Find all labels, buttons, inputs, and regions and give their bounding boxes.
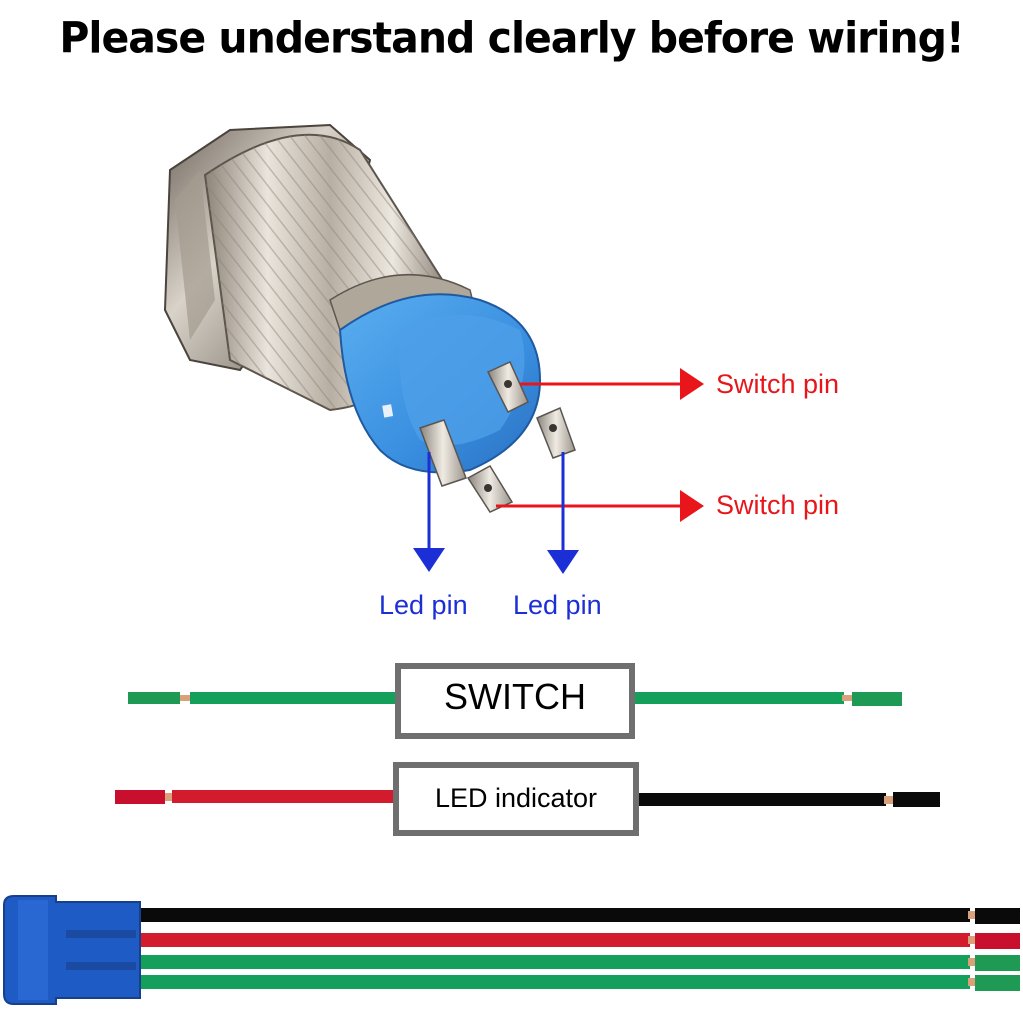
connector-harness (3, 895, 1020, 1005)
harness-wire-black (140, 908, 970, 922)
harness-wire-green-2 (140, 975, 970, 989)
wire-cap-left (128, 692, 180, 704)
black-wire-cap (893, 792, 940, 807)
switch-pin-arrows (496, 368, 704, 522)
switch-box-label: SWITCH (444, 676, 586, 717)
switch-pin-label-top: Switch pin (716, 369, 840, 399)
switch-wire-row (128, 663, 902, 739)
led-wire-row (115, 762, 940, 836)
switch-pin-label-bottom: Switch pin (716, 490, 840, 520)
arrowhead-led-right (547, 550, 579, 574)
led-pin-arrows (413, 452, 579, 574)
harness-wire-red (140, 933, 970, 947)
terminal-pins (419, 361, 576, 513)
led-box (393, 762, 639, 836)
harness-wire-green-1 (140, 955, 970, 969)
push-button-switch-image (163, 123, 576, 513)
led-pin-label-right: Led pin (513, 590, 602, 620)
led-pin-label-left: Led pin (379, 590, 468, 620)
black-wire (636, 793, 886, 806)
green-wire-right (632, 692, 844, 704)
arrowhead-switch-bottom (680, 490, 704, 522)
arrowhead-led-left (413, 548, 445, 572)
switch-box (395, 663, 635, 739)
red-wire (172, 790, 397, 803)
green-wire-left (190, 692, 400, 704)
arrowhead-switch-top (680, 368, 704, 400)
red-wire-cap (115, 790, 165, 804)
wire-cap-right (852, 692, 902, 706)
page-title: Please understand clearly before wiring! (59, 12, 964, 64)
led-box-label: LED indicator (434, 783, 598, 813)
